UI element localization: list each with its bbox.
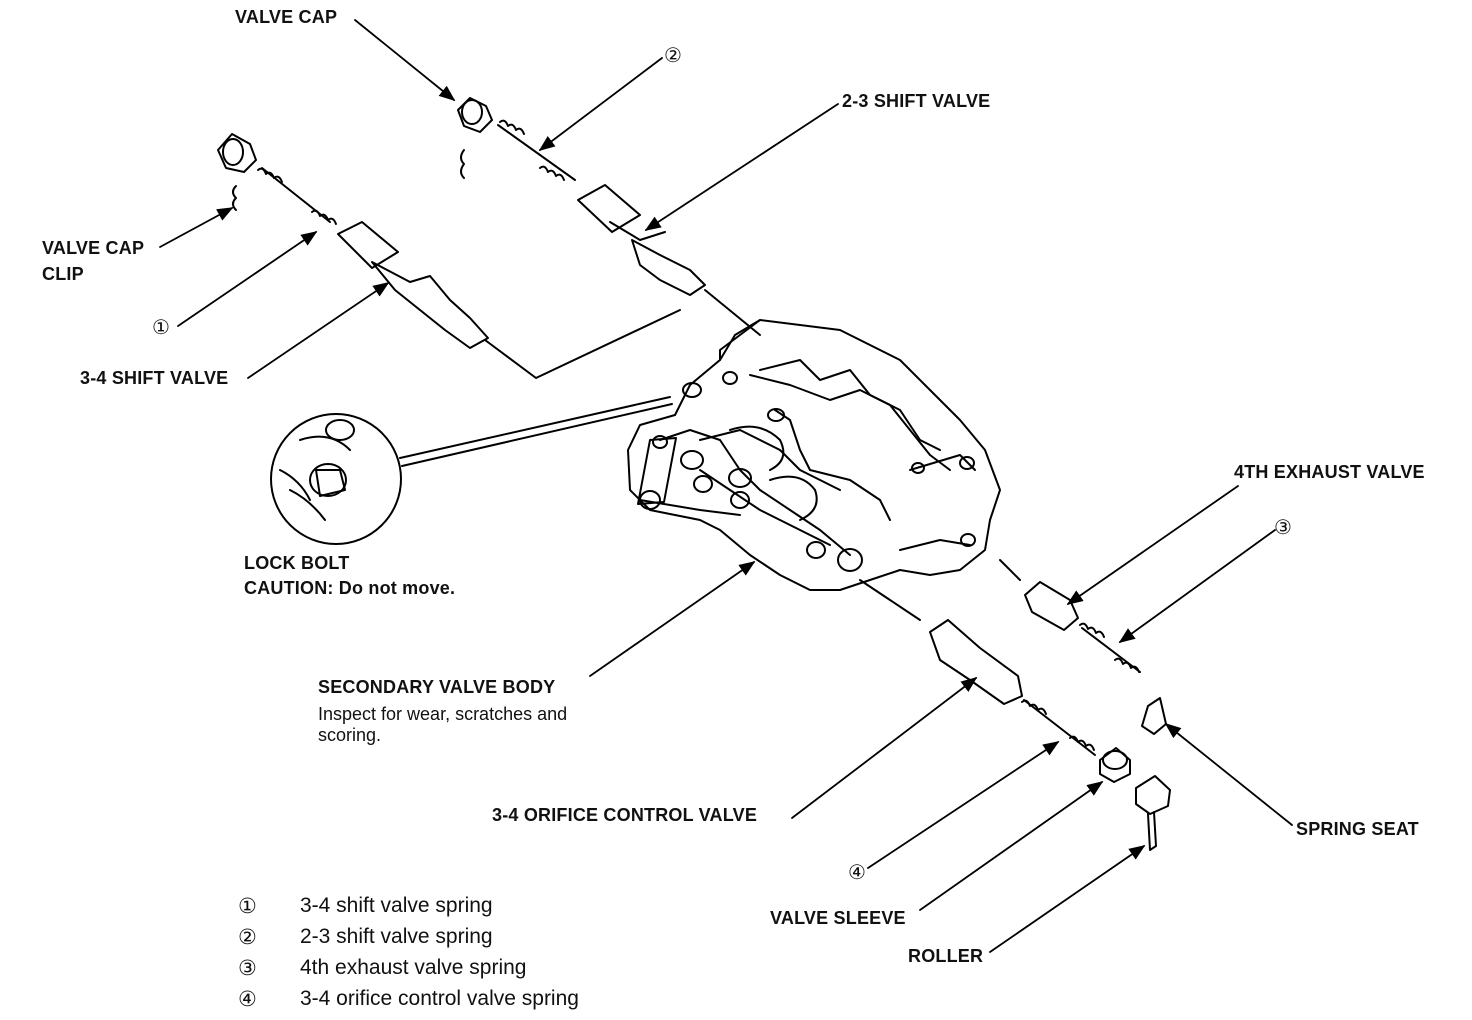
- label-roller: ROLLER: [908, 946, 984, 966]
- label-valve-cap: VALVE CAP: [235, 7, 338, 27]
- legend-mark: ①: [238, 893, 257, 918]
- label-3-4-shift-valve: 3-4 SHIFT VALVE: [80, 368, 229, 388]
- label-4th-exhaust-valve: 4TH EXHAUST VALVE: [1234, 462, 1425, 482]
- legend-text: 3-4 shift valve spring: [300, 893, 493, 917]
- callout-4: ④: [848, 860, 866, 884]
- label-3-4-orifice-control-valve: 3-4 ORIFICE CONTROL VALVE: [492, 805, 758, 825]
- shift-23-assembly: [457, 97, 761, 336]
- callout-3: ③: [1274, 515, 1292, 539]
- lock-bolt-detail: [270, 396, 673, 545]
- legend-text: 3-4 orifice control valve spring: [300, 986, 579, 1010]
- callout-2: ②: [664, 43, 682, 67]
- shift-34-assembly: [217, 133, 681, 379]
- legend-row-3: ③ 4th exhaust valve spring: [232, 952, 579, 983]
- exhaust-4th-assembly: [999, 559, 1167, 735]
- label-valve-cap-clip-line1: VALVE CAP: [42, 238, 145, 258]
- legend-mark: ④: [238, 986, 257, 1011]
- label-valve-cap-clip-line2: CLIP: [42, 264, 84, 284]
- legend-row-4: ④ 3-4 orifice control valve spring: [232, 983, 579, 1014]
- label-valve-sleeve: VALVE SLEEVE: [770, 908, 906, 928]
- legend-text: 2-3 shift valve spring: [300, 924, 493, 948]
- label-caution: CAUTION: Do not move.: [244, 578, 456, 598]
- orifice-34-assembly: [859, 579, 1171, 851]
- legend-text: 4th exhaust valve spring: [300, 955, 527, 979]
- label-secondary-valve-body: SECONDARY VALVE BODY: [318, 677, 556, 697]
- label-spring-seat: SPRING SEAT: [1296, 819, 1419, 839]
- note-secondary-inspect-line1: Inspect for wear, scratches and: [318, 704, 568, 724]
- parts-legend: ① 3-4 shift valve spring ② 2-3 shift val…: [232, 890, 579, 1014]
- legend-mark: ③: [238, 955, 257, 980]
- note-secondary-inspect-line2: scoring.: [318, 725, 382, 745]
- secondary-valve-body: [627, 319, 1001, 591]
- label-2-3-shift-valve: 2-3 SHIFT VALVE: [842, 91, 991, 111]
- legend-mark: ②: [238, 924, 257, 949]
- callout-1: ①: [152, 315, 170, 339]
- legend-row-2: ② 2-3 shift valve spring: [232, 921, 579, 952]
- label-lock-bolt: LOCK BOLT: [244, 553, 350, 573]
- legend-row-1: ① 3-4 shift valve spring: [232, 890, 579, 921]
